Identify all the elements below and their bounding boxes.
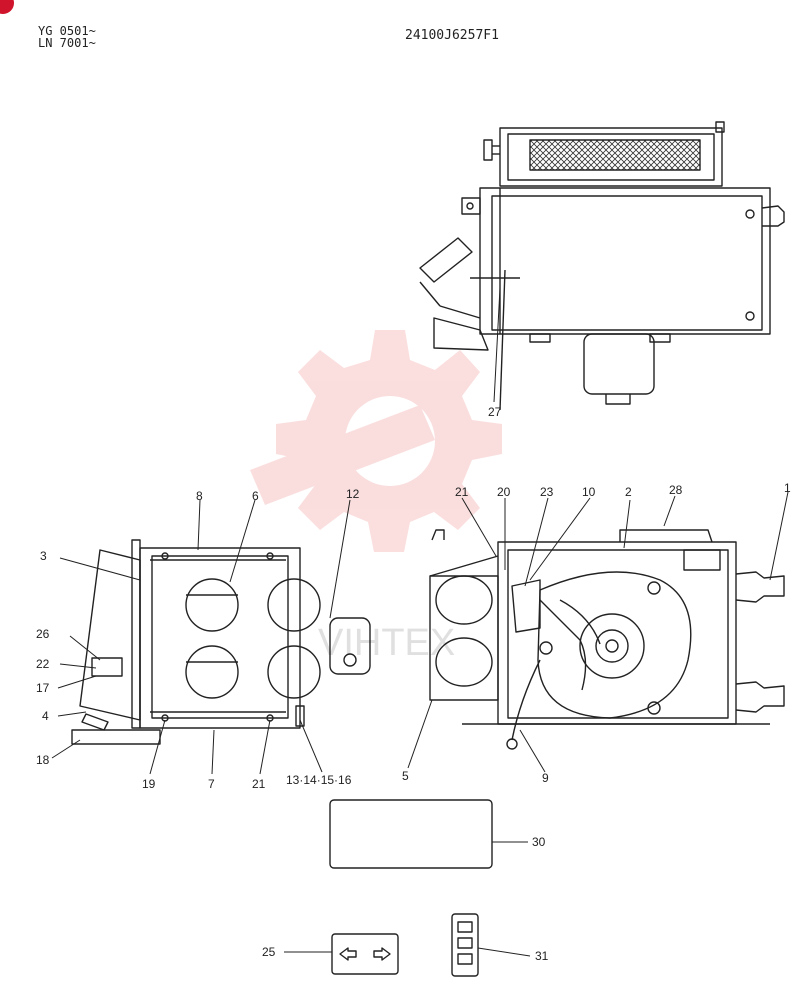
watermark-gear-icon — [250, 330, 502, 552]
callout-4: 4 — [42, 709, 49, 723]
label-part-30 — [329, 799, 493, 869]
model-line-2: LN 7001~ — [38, 36, 96, 50]
watermark-text: VIHTEX — [318, 622, 455, 664]
callout-1: 1 — [784, 481, 791, 495]
callout-31: 31 — [535, 949, 549, 963]
callout-6: 6 — [252, 489, 259, 503]
part-number: 24100J6257F1 — [405, 28, 499, 43]
top-heater-assembly — [419, 121, 785, 411]
callout-26: 26 — [36, 627, 50, 641]
callout-23: 23 — [540, 485, 554, 499]
callout-27: 27 — [488, 405, 502, 419]
callout-22: 22 — [36, 657, 50, 671]
callout-30: 30 — [532, 835, 546, 849]
callout-25: 25 — [262, 945, 276, 959]
callout-2: 2 — [625, 485, 632, 499]
callout-13-16: 13·14·15·16 — [286, 773, 352, 787]
callout-7: 7 — [208, 777, 215, 791]
label-part-25 — [331, 933, 399, 975]
right-blower-assembly — [429, 529, 785, 750]
callout-19: 19 — [142, 777, 156, 791]
corner-badge — [0, 0, 14, 14]
callout-20: 20 — [497, 485, 511, 499]
callout-18: 18 — [36, 753, 50, 767]
callout-21-top: 21 — [455, 485, 469, 499]
model-line-1: YG 0501~ — [38, 24, 96, 38]
left-duct-assembly — [71, 539, 371, 745]
callout-12: 12 — [346, 487, 360, 501]
callout-21-bottom: 21 — [252, 777, 266, 791]
leader-lines — [51, 287, 789, 957]
arrow-right-icon — [373, 947, 391, 961]
callout-10: 10 — [582, 485, 596, 499]
callout-3: 3 — [40, 549, 47, 563]
label-part-31 — [451, 913, 479, 977]
arrow-left-icon — [339, 947, 357, 961]
callout-17: 17 — [36, 681, 50, 695]
callout-9: 9 — [542, 771, 549, 785]
callout-28: 28 — [669, 483, 683, 497]
callout-5: 5 — [402, 769, 409, 783]
callout-8: 8 — [196, 489, 203, 503]
